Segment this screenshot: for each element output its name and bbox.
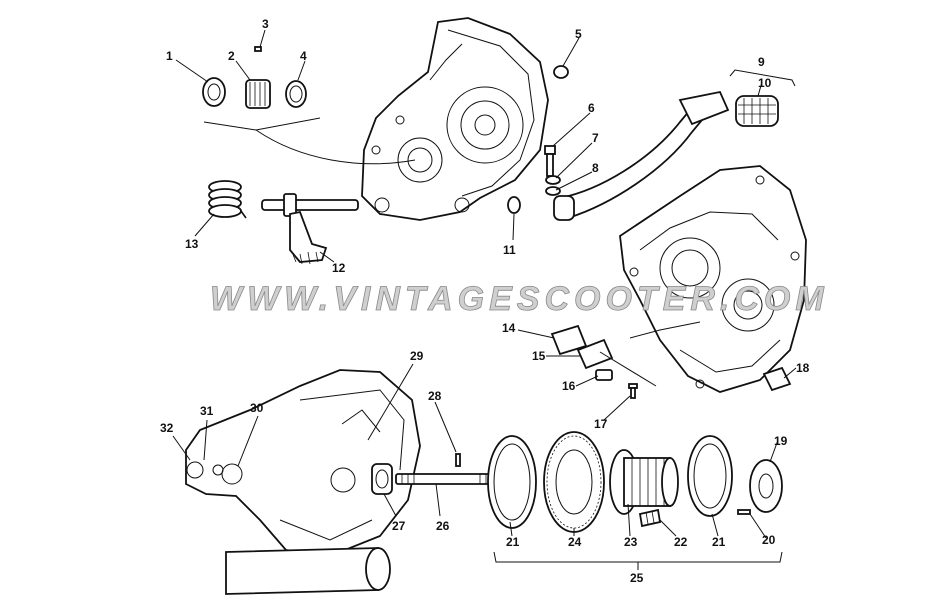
part-pipe xyxy=(225,547,391,595)
part-shoe-15 xyxy=(576,338,614,370)
callout-11: 11 xyxy=(503,243,516,257)
callout-20: 20 xyxy=(762,533,776,547)
callout-29: 29 xyxy=(410,349,424,363)
watermark: WWW.VINTAGESCOOTER.COM xyxy=(210,280,829,318)
callout-32: 32 xyxy=(160,421,174,435)
callout-16: 16 xyxy=(562,379,576,393)
callout-numbers: 1 2 3 4 5 6 7 8 9 10 11 12 13 14 15 16 1… xyxy=(160,17,810,585)
part-shim-21-left xyxy=(487,435,537,529)
callout-27: 27 xyxy=(392,519,406,533)
part-crankcase-cover xyxy=(361,17,549,221)
part-washer-8 xyxy=(545,186,561,196)
part-block-16 xyxy=(595,369,613,381)
part-kickstart-shaft-12 xyxy=(261,193,359,265)
callout-21-left: 21 xyxy=(506,535,520,549)
callout-13: 13 xyxy=(185,237,199,251)
callout-25: 25 xyxy=(630,571,644,585)
part-shim-21-right xyxy=(687,435,733,517)
callout-7: 7 xyxy=(592,131,599,145)
callout-9: 9 xyxy=(758,55,765,69)
part-pin-17 xyxy=(628,383,638,399)
part-washer-7 xyxy=(545,175,561,185)
part-spring-13 xyxy=(208,180,247,219)
part-bearing-27 xyxy=(371,463,393,495)
callout-4: 4 xyxy=(300,49,307,63)
callout-28: 28 xyxy=(428,389,442,403)
callout-1: 1 xyxy=(166,49,173,63)
part-pin-3 xyxy=(254,46,262,52)
callout-3: 3 xyxy=(262,17,269,31)
part-crankcase-half-left xyxy=(185,369,421,557)
callout-15: 15 xyxy=(532,349,546,363)
callout-8: 8 xyxy=(592,161,599,175)
part-gear-24 xyxy=(543,431,605,533)
callout-10: 10 xyxy=(758,76,772,90)
part-seal-1 xyxy=(202,77,226,107)
callout-18: 18 xyxy=(796,361,810,375)
part-kickstart-rubber-10 xyxy=(735,95,779,127)
part-plug-5 xyxy=(553,65,569,79)
callout-26: 26 xyxy=(436,519,450,533)
callout-2: 2 xyxy=(228,49,235,63)
callout-21-right: 21 xyxy=(712,535,726,549)
part-gear-cluster-23 xyxy=(609,449,679,515)
callout-31: 31 xyxy=(200,404,214,418)
part-pin-20 xyxy=(737,509,751,515)
part-gear-19 xyxy=(749,459,783,513)
callout-30: 30 xyxy=(250,401,264,415)
part-bolt-6 xyxy=(544,145,556,177)
callout-23: 23 xyxy=(624,535,638,549)
part-shaft-26 xyxy=(395,473,497,485)
part-pin-28 xyxy=(455,453,461,467)
callout-24: 24 xyxy=(568,535,582,549)
part-crankcase-half-right xyxy=(619,165,807,393)
leader-lines xyxy=(172,29,797,570)
part-roller-bearing-2 xyxy=(245,79,271,109)
callout-5: 5 xyxy=(575,27,582,41)
part-spring-22 xyxy=(638,508,662,528)
part-bush-11 xyxy=(507,196,521,214)
callout-22: 22 xyxy=(674,535,688,549)
callout-12: 12 xyxy=(332,261,346,275)
part-seal-4 xyxy=(285,80,307,108)
part-block-18 xyxy=(762,366,792,392)
part-kickstart-lever-9 xyxy=(553,90,730,221)
callout-14: 14 xyxy=(502,321,516,335)
callout-17: 17 xyxy=(594,417,608,431)
callout-6: 6 xyxy=(588,101,595,115)
callout-19: 19 xyxy=(774,434,788,448)
